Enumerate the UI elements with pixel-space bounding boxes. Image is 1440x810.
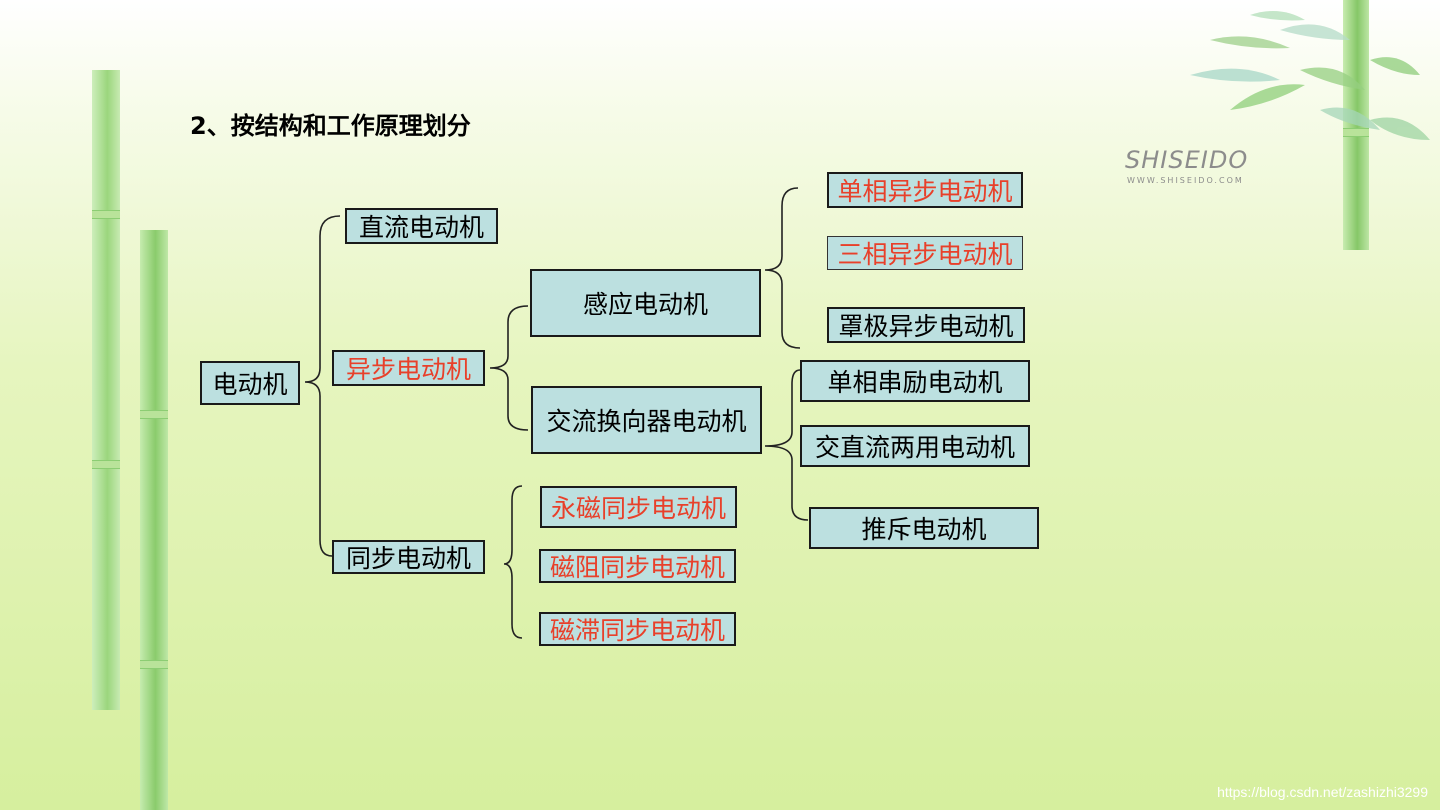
bamboo-stalk-left-1 (92, 70, 120, 710)
node-repulsion-motor: 推斥电动机 (809, 507, 1039, 549)
brace-async (490, 306, 528, 430)
node-pm-sync: 永磁同步电动机 (540, 486, 737, 528)
node-single-phase-series: 单相串励电动机 (800, 360, 1030, 402)
node-dc-motor: 直流电动机 (345, 208, 498, 244)
logo-wordmark: SHISEIDO (1125, 146, 1248, 174)
logo-url: WWW.SHISEIDO.COM (1127, 176, 1244, 185)
brace-sync (504, 486, 522, 638)
node-ac-commutator-motor: 交流换向器电动机 (531, 386, 762, 454)
node-universal-motor: 交直流两用电动机 (800, 425, 1030, 467)
node-root: 电动机 (200, 361, 300, 405)
brace-root (305, 216, 340, 556)
node-shaded-pole-async: 罩极异步电动机 (827, 307, 1025, 343)
slide-title: 2、按结构和工作原理划分 (190, 106, 471, 141)
node-reluctance-sync: 磁阻同步电动机 (539, 549, 736, 583)
node-hysteresis-sync: 磁滞同步电动机 (539, 612, 736, 646)
node-three-phase-async: 三相异步电动机 (827, 236, 1023, 270)
bamboo-stalk-left-2 (140, 230, 168, 810)
node-induction-motor: 感应电动机 (530, 269, 761, 337)
node-async-motor: 异步电动机 (332, 350, 485, 386)
node-sync-motor: 同步电动机 (332, 540, 485, 574)
watermark-url: https://blog.csdn.net/zashizhi3299 (1217, 784, 1428, 800)
brace-induction (765, 188, 800, 348)
node-single-phase-async: 单相异步电动机 (827, 172, 1023, 208)
